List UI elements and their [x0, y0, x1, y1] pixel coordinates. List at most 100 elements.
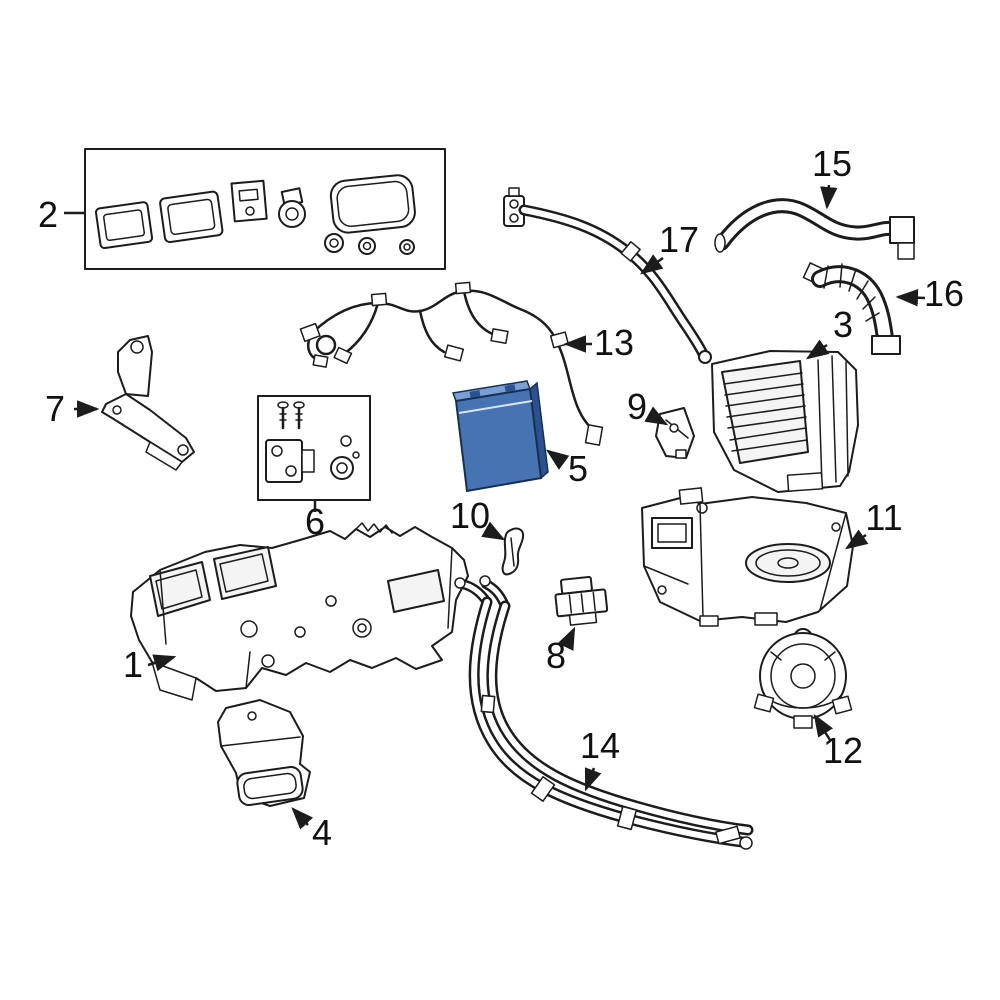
callout-2-label: 2: [38, 194, 58, 235]
hose-open-end: [714, 233, 726, 253]
callout-4-label: 4: [312, 812, 332, 853]
callouts: 1 2 3 4 5 6 7 8: [38, 143, 964, 853]
callout-6-label: 6: [305, 501, 325, 542]
part-7-mounting-bracket: [101, 335, 195, 471]
callout-13-label: 13: [594, 322, 634, 363]
vent-opening-2: [213, 546, 277, 600]
core-header-seam: [458, 400, 533, 414]
callout-3-arrow: [805, 339, 830, 360]
part-3-evaporator-housing: [711, 350, 859, 493]
part-17-ac-tube: [503, 187, 712, 364]
callout-3-label: 3: [833, 304, 853, 345]
tube-end-ring: [698, 350, 712, 364]
part-10-retainer-clip: [501, 527, 525, 576]
tube-clamp-4: [715, 825, 741, 845]
part-8-resistor-block: [554, 575, 609, 626]
tube-clamp-1: [480, 694, 496, 714]
callout-16-label: 16: [924, 273, 964, 314]
housing-hole-1: [240, 620, 258, 638]
callout-11: 11: [844, 497, 903, 550]
expansion-valve: [265, 439, 315, 483]
part-16-corrugated-hose: [802, 262, 901, 355]
vent-opening-1: [149, 561, 211, 617]
motor-tab-right: [831, 695, 853, 715]
screws: [277, 401, 305, 430]
callout-13: 13: [563, 322, 634, 363]
callout-2: 2: [38, 194, 84, 235]
seal-ring-large: [330, 456, 354, 480]
callout-1: 1: [123, 644, 177, 685]
gasket-large: [329, 174, 416, 234]
housing-teeth: [355, 522, 393, 534]
part-11-lower-housing: [641, 487, 854, 627]
seal-dot: [352, 451, 360, 459]
callout-1-label: 1: [123, 644, 143, 685]
hose-bottom-fitting: [871, 335, 901, 355]
callout-9-label: 9: [627, 386, 647, 427]
callout-11-label: 11: [865, 497, 902, 538]
bracket-hole-mid: [112, 405, 122, 415]
part-12-blower-motor: [753, 628, 853, 729]
callout-15-arrow: [820, 184, 838, 210]
part-9-small-bracket: [655, 407, 695, 459]
callout-8-arrow: [557, 626, 576, 651]
tube-end-ring: [739, 836, 753, 850]
callout-10: 10: [450, 495, 506, 541]
callout-9-arrow: [644, 406, 669, 426]
part-5-heater-core: [451, 380, 549, 493]
callout-16: 16: [895, 273, 964, 314]
bracket-hole-bottom: [177, 444, 189, 456]
callout-15: 15: [812, 143, 852, 210]
hose-end-fitting: [889, 216, 915, 244]
bracket-hole: [669, 423, 679, 433]
callout-10-label: 10: [450, 495, 490, 536]
callout-10-arrow: [481, 521, 506, 541]
duct-outlet: [236, 765, 304, 807]
part-6-valve-kit: [257, 395, 371, 501]
grommet-seal: [278, 187, 306, 228]
motor-body: [759, 632, 847, 720]
callout-16-arrow: [895, 288, 926, 307]
part-4-floor-duct: [217, 699, 311, 807]
callout-14: 14: [580, 725, 620, 792]
part-2-seal-kit: [84, 148, 446, 270]
tube-clamp: [620, 241, 641, 262]
seal-ring-small: [340, 435, 352, 447]
gasket-small-1: [94, 201, 154, 250]
callout-5-label: 5: [568, 448, 588, 489]
callout-11-arrow: [844, 529, 869, 550]
housing-top-tab: [678, 487, 704, 505]
callout-12: 12: [813, 713, 863, 771]
tube-port-2: [479, 575, 491, 587]
callout-15-label: 15: [812, 143, 852, 184]
callout-9: 9: [627, 386, 669, 427]
callout-17: 17: [639, 219, 699, 275]
callout-4-arrow: [291, 807, 314, 830]
callout-1-arrow: [147, 654, 177, 672]
tube-clamp-2: [530, 776, 556, 802]
tube-port-1: [454, 577, 466, 589]
housing-lower-flap: [151, 661, 197, 701]
callout-5: 5: [545, 448, 588, 489]
callout-17-arrow: [639, 254, 664, 275]
callout-12-arrow: [813, 713, 834, 741]
plate-seal: [230, 179, 268, 223]
callout-8: 8: [546, 626, 576, 676]
housing-hole-3: [352, 618, 372, 638]
housing-foot-2: [699, 615, 719, 627]
callout-7: 7: [45, 388, 100, 429]
callout-14-label: 14: [580, 725, 620, 766]
gasket-small-2: [159, 190, 224, 244]
core-tab-1: [469, 390, 481, 398]
bracket-hole-top: [130, 340, 144, 354]
housing-bottom-tab: [786, 472, 824, 492]
callout-6: 6: [305, 501, 325, 542]
housing-foot-1: [754, 612, 778, 626]
part-14-heater-tubes: [454, 575, 754, 850]
louver-slats: [723, 372, 808, 452]
callout-4: 4: [291, 807, 332, 853]
callout-3: 3: [805, 304, 853, 360]
part-1-hvac-housing: [130, 522, 469, 701]
core-front-face: [454, 387, 543, 493]
